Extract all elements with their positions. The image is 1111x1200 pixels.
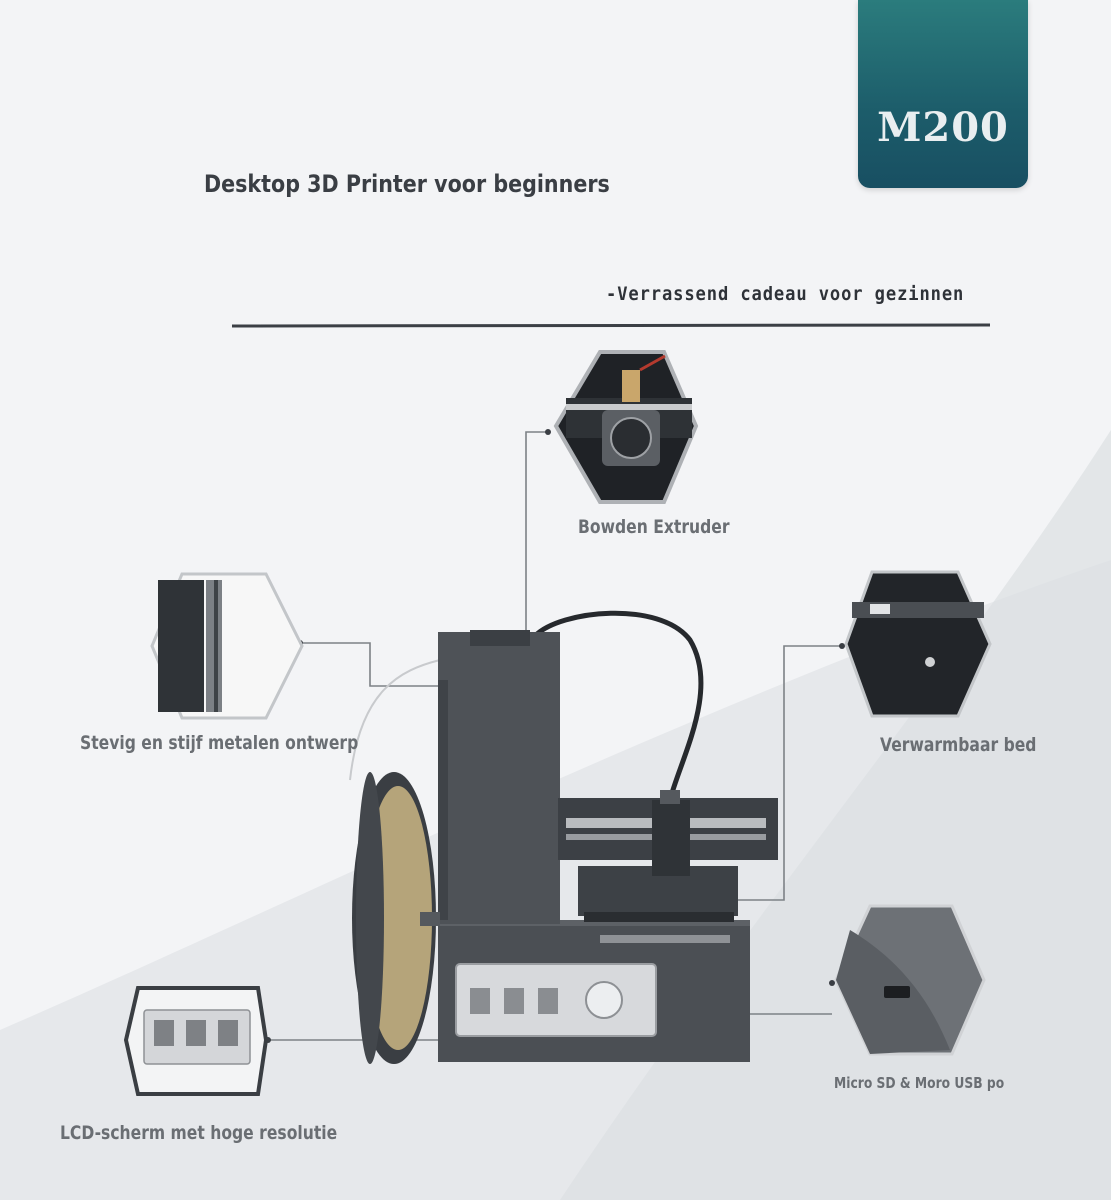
printer-tower bbox=[438, 632, 560, 924]
extruder-detail-hex bbox=[553, 350, 699, 504]
frame-detail-hex bbox=[150, 572, 304, 720]
extruder-connector bbox=[525, 431, 548, 630]
usb-detail-hex bbox=[834, 904, 986, 1056]
frame-connector bbox=[300, 642, 444, 687]
printer-illustration bbox=[349, 610, 778, 1064]
control-knob bbox=[585, 981, 623, 1019]
frame-label: Stevig en stijf metalen ontwerp bbox=[80, 732, 359, 754]
filament-strand bbox=[349, 659, 441, 781]
model-badge bbox=[858, 0, 1028, 188]
bed-label: Verwarmbaar bed bbox=[880, 734, 1037, 756]
print-head bbox=[652, 800, 690, 876]
callout-lines bbox=[268, 431, 842, 1041]
usb-label: Micro SD & Moro USB po bbox=[834, 1074, 1005, 1092]
lcd-label: LCD-scherm met hoge resolutie bbox=[60, 1122, 338, 1144]
bed-dot bbox=[839, 643, 845, 649]
lcd-detail-hex bbox=[123, 986, 269, 1096]
model-name: M200 bbox=[877, 104, 1009, 151]
extruder-label: Bowden Extruder bbox=[578, 516, 730, 538]
usb-dot bbox=[829, 980, 835, 986]
bowden-tube bbox=[533, 610, 704, 801]
page-headline: Desktop 3D Printer voor beginners bbox=[204, 170, 610, 198]
page-tagline: -Verrassend cadeau voor gezinnen bbox=[606, 283, 965, 305]
extruder-dot bbox=[545, 429, 551, 435]
bed-detail-hex bbox=[844, 570, 992, 718]
bed-connector bbox=[738, 645, 842, 901]
divider-line bbox=[231, 323, 991, 328]
